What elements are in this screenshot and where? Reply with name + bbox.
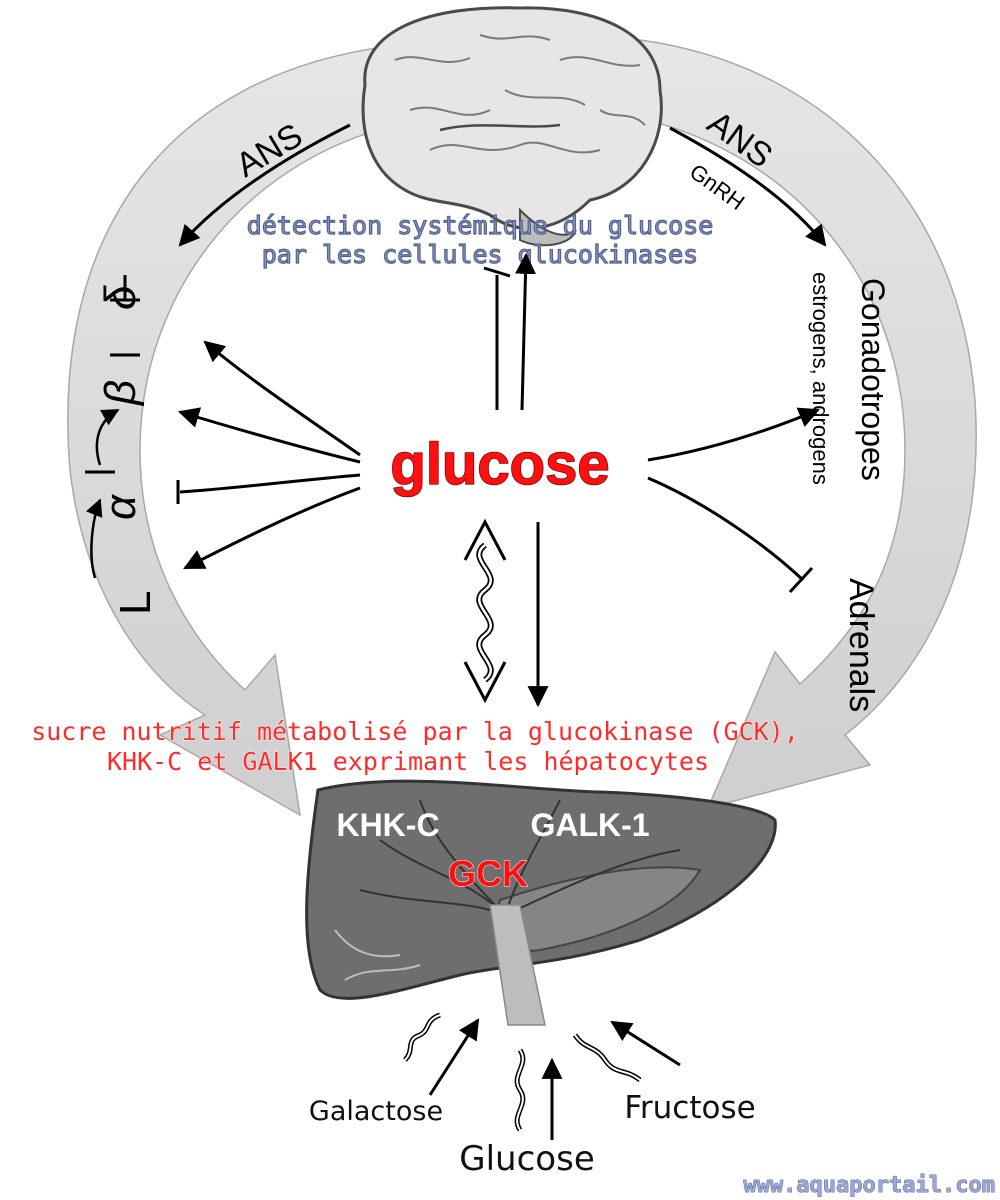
liver-caption-line1: sucre nutritif métabolisé par la glucoki…	[31, 717, 799, 746]
alpha-cell-label: α	[96, 493, 145, 520]
brain-illustration	[361, 6, 663, 247]
l-cell-label: L	[111, 591, 160, 615]
glucose-bottom-label: Glucose	[459, 1139, 594, 1179]
sugar-input-arrows	[403, 1012, 681, 1140]
brain-caption-line1: détection systémique du glucose	[247, 211, 714, 240]
watermark: www.aquaportail.com	[743, 1173, 995, 1198]
liver-illustration	[305, 779, 777, 1026]
islet-cells: δ β α L	[85, 275, 160, 615]
fructose-label: Fructose	[624, 1090, 755, 1126]
delta-cell-label: δ	[96, 285, 145, 310]
left-arc-arrow	[67, 44, 421, 817]
bidirectional-absorption-arrow	[463, 518, 507, 704]
galk-1-label: GALK-1	[530, 807, 649, 843]
brain-caption-line2: par les cellules glucokinases	[262, 240, 699, 269]
glucose-center-label: glucose	[390, 432, 609, 497]
left-ans-arrow	[178, 123, 351, 247]
gnrh-label: GnRH	[685, 159, 749, 215]
adrenals-label: Adrenals	[842, 578, 880, 712]
khk-c-label: KHK-C	[336, 807, 439, 843]
galactose-label: Galactose	[309, 1096, 443, 1127]
gonadotropes-label: Gonadotropes	[855, 278, 891, 481]
gck-label: GCK	[448, 853, 528, 894]
hormones-label: estrogens, androgens	[808, 272, 833, 485]
beta-cell-label: β	[96, 380, 145, 407]
liver-caption-line2: KHK-C et GALK1 exprimant les hépatocytes	[107, 747, 709, 776]
glucose-signal-arrows	[176, 252, 820, 708]
right-ans-arrow	[669, 126, 827, 247]
right-arc-arrow	[624, 39, 977, 810]
